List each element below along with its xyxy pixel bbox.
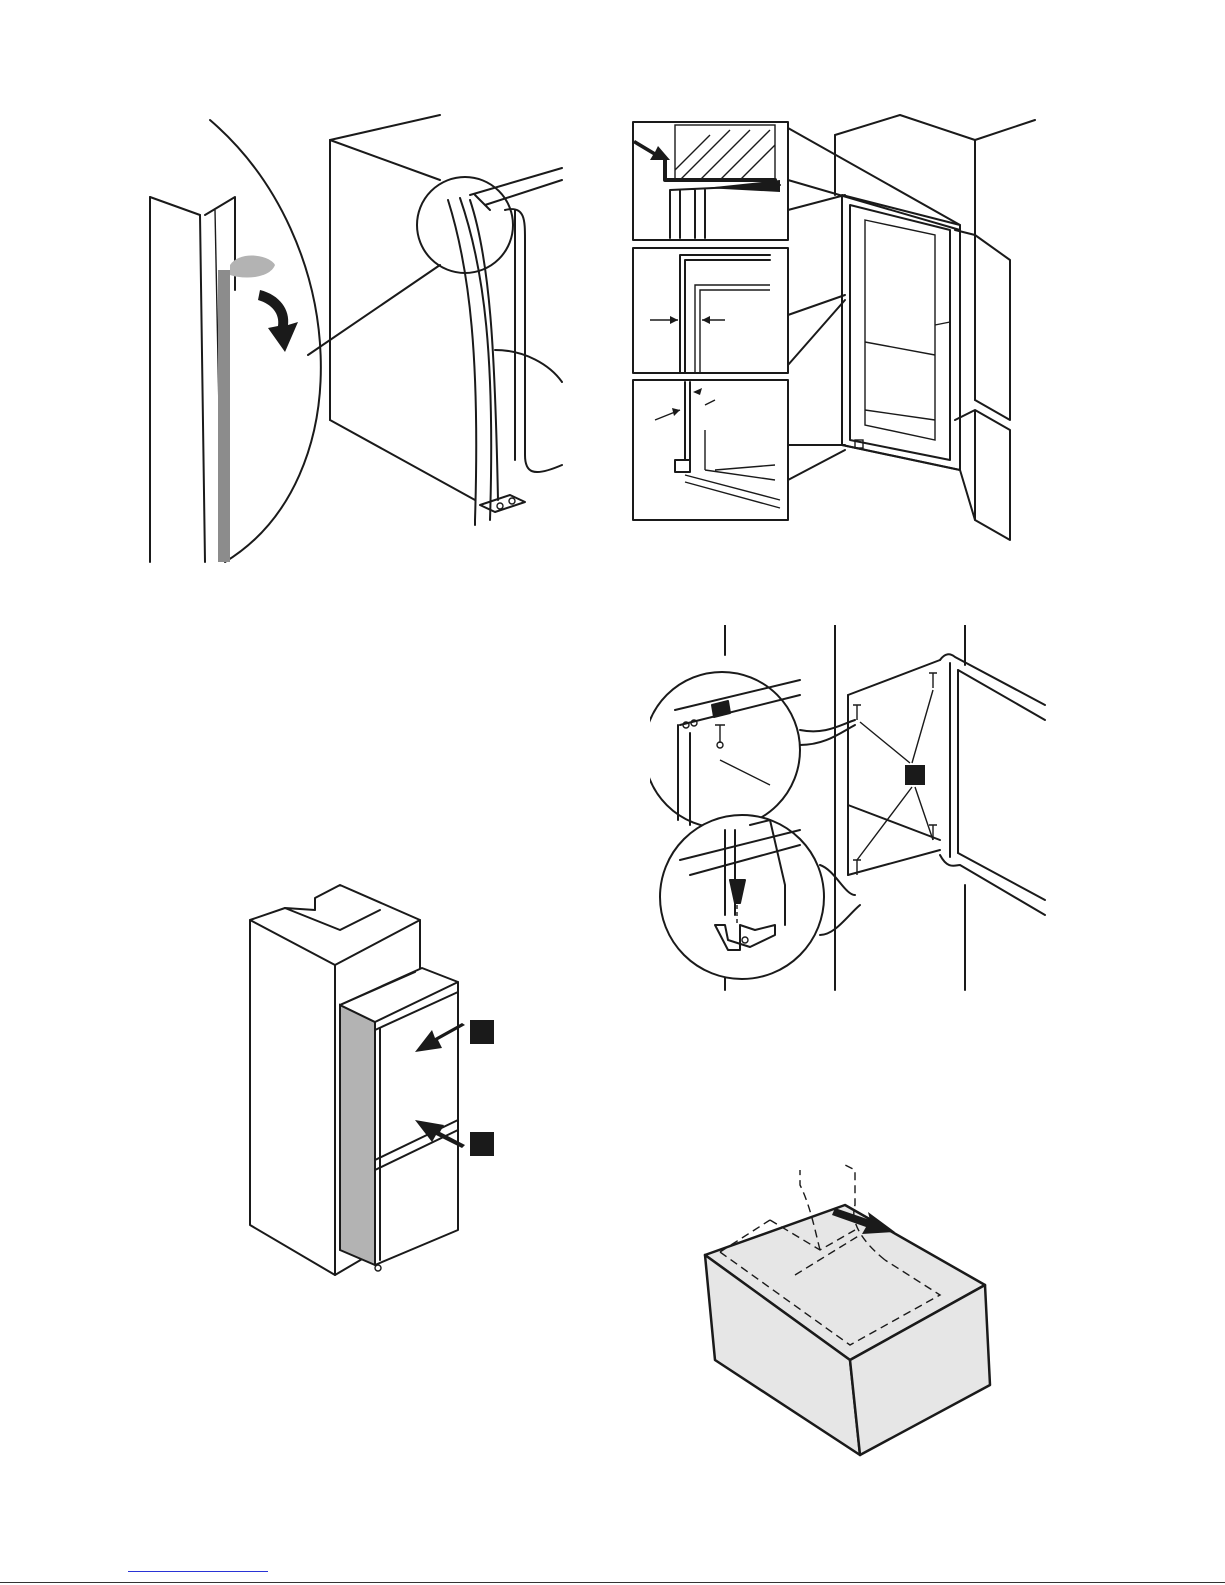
screw-fixing-illustration — [650, 625, 1050, 995]
figure-gap-check — [630, 110, 1050, 550]
curved-arrow-down-icon — [258, 290, 298, 352]
callout-square-icon — [470, 1132, 494, 1156]
appliance-push-illustration — [240, 880, 510, 1280]
cover-strip-illustration — [700, 1160, 1000, 1470]
callout-square-icon — [470, 1020, 494, 1044]
figure-cover-strip — [700, 1160, 1000, 1470]
figure-screw-fixing — [650, 625, 1050, 995]
callout-square-icon — [905, 765, 925, 785]
figure-seal-strip — [130, 100, 580, 570]
arrow-right-icon — [633, 140, 670, 160]
dimension-arrows-icon — [650, 316, 725, 324]
gap-check-illustration — [630, 110, 1050, 550]
seal-strip — [218, 270, 230, 562]
side-panel — [340, 1005, 375, 1265]
footer-link-underline — [128, 1571, 268, 1572]
seal-strip-illustration — [130, 100, 580, 570]
footer-rule — [0, 1582, 1225, 1583]
figure-appliance-push — [240, 880, 510, 1280]
